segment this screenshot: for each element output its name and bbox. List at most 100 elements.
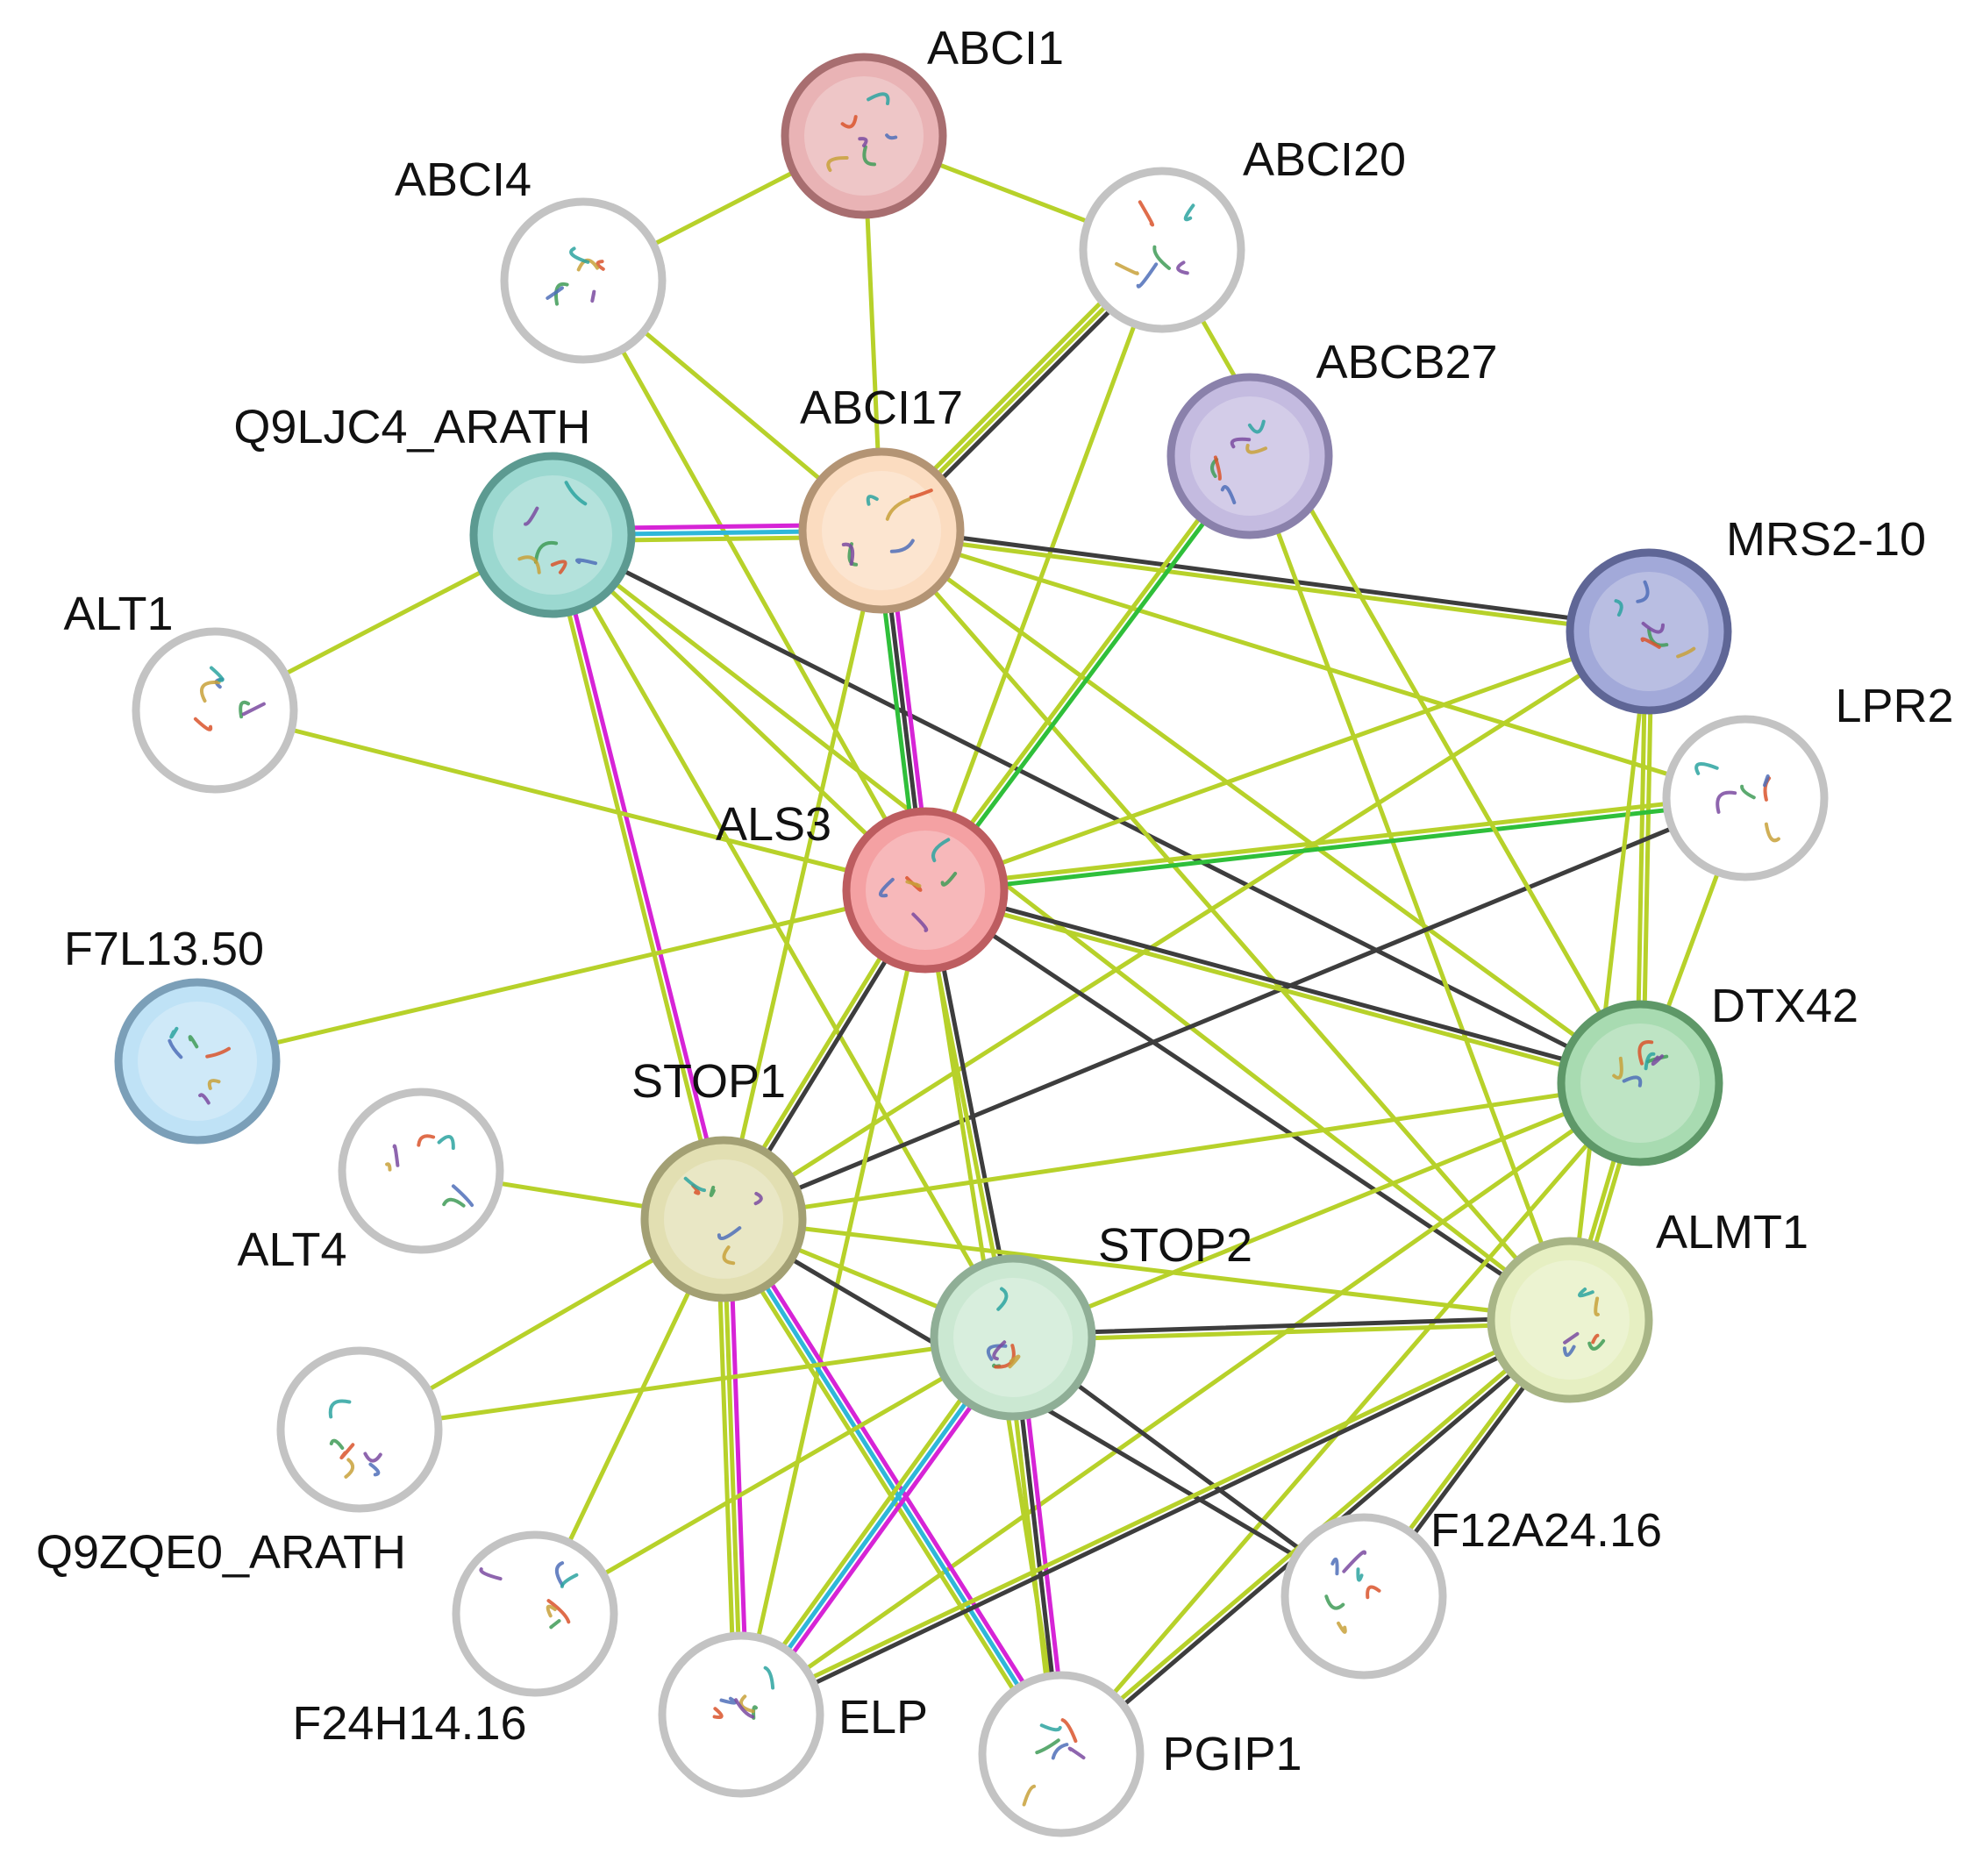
edge-line-coexpression [923, 888, 1573, 1323]
node-circle[interactable] [500, 197, 667, 364]
edge-STOP1-ALMT1[interactable] [721, 1216, 1573, 1323]
edge-ABCI4-ALS3[interactable] [581, 278, 928, 893]
node-PGIP1[interactable] [978, 1671, 1145, 1837]
node-Q9ZQE0_ARATH[interactable] [276, 1346, 443, 1513]
node-ABCI4[interactable] [500, 197, 667, 364]
node-STOP1[interactable] [640, 1136, 807, 1302]
edge-ABCI17-DTX42[interactable] [879, 528, 1643, 1086]
node-circle[interactable] [338, 1088, 504, 1254]
edge-ABCI17-STOP1[interactable] [721, 528, 884, 1222]
edge-STOP2-Q9ZQE0_ARATH[interactable] [357, 1335, 1016, 1432]
structure-strand [549, 1619, 561, 1630]
edge-ABCI17-MRS2-10[interactable] [879, 525, 1651, 637]
edge-LPR2-ALS3[interactable] [923, 793, 1748, 895]
structure-strand [1622, 1075, 1643, 1088]
edge-MRS2-10-ALS3[interactable] [923, 629, 1651, 893]
structure-strand [879, 877, 895, 898]
edge-line-textmining [920, 452, 1250, 891]
edge-LPR2-STOP1[interactable] [721, 795, 1748, 1222]
edge-ABCI17-ALMT1[interactable] [879, 528, 1573, 1323]
node-circle[interactable] [276, 1346, 443, 1513]
edge-ALS3-F7L13.50[interactable] [195, 888, 928, 1064]
structure-strand [862, 145, 876, 167]
edge-ALS3-DTX42[interactable] [922, 885, 1644, 1088]
node-ALT1[interactable] [132, 627, 298, 794]
node-label: PGIP1 [1162, 1728, 1302, 1780]
node-circle[interactable] [1487, 1237, 1653, 1403]
node-circle[interactable] [1166, 373, 1333, 539]
edge-ALT1-ALS3[interactable] [212, 708, 928, 893]
node-circle[interactable] [132, 627, 298, 794]
node-ALT4[interactable] [338, 1088, 504, 1254]
edge-Q9LJC4_ARATH-ALMT1[interactable] [550, 532, 1573, 1323]
node-Q9LJC4_ARATH[interactable] [469, 452, 636, 618]
protein-structure-icon [546, 246, 605, 306]
node-label: ALT1 [63, 588, 173, 640]
structure-strand [738, 1694, 755, 1714]
edge-DTX42-STOP2[interactable] [1010, 1081, 1643, 1340]
node-MRS2-10[interactable] [1566, 548, 1732, 715]
structure-strand [1594, 1296, 1600, 1316]
node-ABCB27[interactable] [1166, 373, 1333, 539]
node-circle[interactable] [1280, 1513, 1447, 1680]
edge-ABCB27-ALS3[interactable] [920, 452, 1255, 895]
node-ALMT1[interactable] [1487, 1237, 1653, 1403]
edge-ALS3-ALMT1[interactable] [923, 888, 1573, 1323]
node-label: STOP1 [631, 1055, 786, 1108]
node-STOP2[interactable] [930, 1254, 1096, 1421]
node-ELP[interactable] [658, 1631, 824, 1798]
structure-strand [193, 717, 213, 731]
node-F7L13.50[interactable] [114, 978, 281, 1145]
protein-structure-icon [826, 92, 898, 172]
structure-strand [905, 880, 922, 888]
edge-ABCI17-LPR2[interactable] [879, 528, 1748, 801]
node-F12A24.16[interactable] [1280, 1513, 1447, 1680]
edge-DTX42-STOP1[interactable] [721, 1081, 1643, 1222]
node-circle[interactable] [798, 447, 965, 614]
node-highlight [664, 1159, 783, 1279]
structure-strand [564, 481, 588, 506]
node-ALS3[interactable] [842, 807, 1009, 974]
node-ABCI17[interactable] [798, 447, 965, 614]
node-circle[interactable] [978, 1671, 1145, 1837]
node-circle[interactable] [469, 452, 636, 618]
structure-strand [574, 558, 597, 566]
node-circle[interactable] [1079, 167, 1245, 333]
structure-strand [560, 1573, 579, 1588]
node-label: F7L13.50 [64, 923, 264, 975]
edge-STOP2-ALMT1[interactable] [1010, 1315, 1573, 1343]
edge-MRS2-10-STOP1[interactable] [721, 629, 1651, 1222]
edge-Q9LJC4_ARATH-DTX42[interactable] [550, 532, 1643, 1086]
structure-strand [1342, 1550, 1366, 1573]
edge-Q9LJC4_ARATH-ALS3[interactable] [550, 532, 928, 893]
edge-ALS3-ELP[interactable] [738, 888, 928, 1717]
structure-strand [1022, 1784, 1036, 1807]
edge-ALMT1-ELP[interactable] [738, 1315, 1573, 1720]
structure-strand [1330, 1557, 1339, 1576]
node-F24H14.16[interactable] [452, 1530, 618, 1697]
edge-Q9LJC4_ARATH-STOP1[interactable] [547, 531, 729, 1223]
node-circle[interactable] [930, 1254, 1096, 1421]
node-DTX42[interactable] [1557, 1000, 1723, 1166]
node-ABCI20[interactable] [1079, 167, 1245, 333]
node-circle[interactable] [640, 1136, 807, 1302]
node-label: LPR2 [1835, 680, 1953, 732]
node-LPR2[interactable] [1662, 715, 1829, 881]
structure-strand [1035, 1738, 1060, 1755]
edge-Q9LJC4_ARATH-STOP2[interactable] [550, 532, 1016, 1340]
edge-ALMT1-MRS2-10[interactable] [1567, 629, 1651, 1323]
node-ABCI1[interactable] [781, 53, 947, 219]
node-circle[interactable] [114, 978, 281, 1145]
node-circle[interactable] [658, 1631, 824, 1798]
structure-strand [1337, 1621, 1347, 1634]
edge-ABCI20-ALS3[interactable] [923, 247, 1165, 893]
node-circle[interactable] [781, 53, 947, 219]
edge-line-textmining [922, 890, 1642, 1088]
edge-DTX42-ELP[interactable] [738, 1081, 1643, 1717]
edge-line-textmining [721, 629, 1651, 1222]
edge-ABCB27-ALMT1[interactable] [1247, 453, 1573, 1323]
edge-STOP2-F24H14.16[interactable] [532, 1335, 1016, 1616]
node-circle[interactable] [842, 807, 1009, 974]
node-circle[interactable] [1662, 715, 1829, 881]
